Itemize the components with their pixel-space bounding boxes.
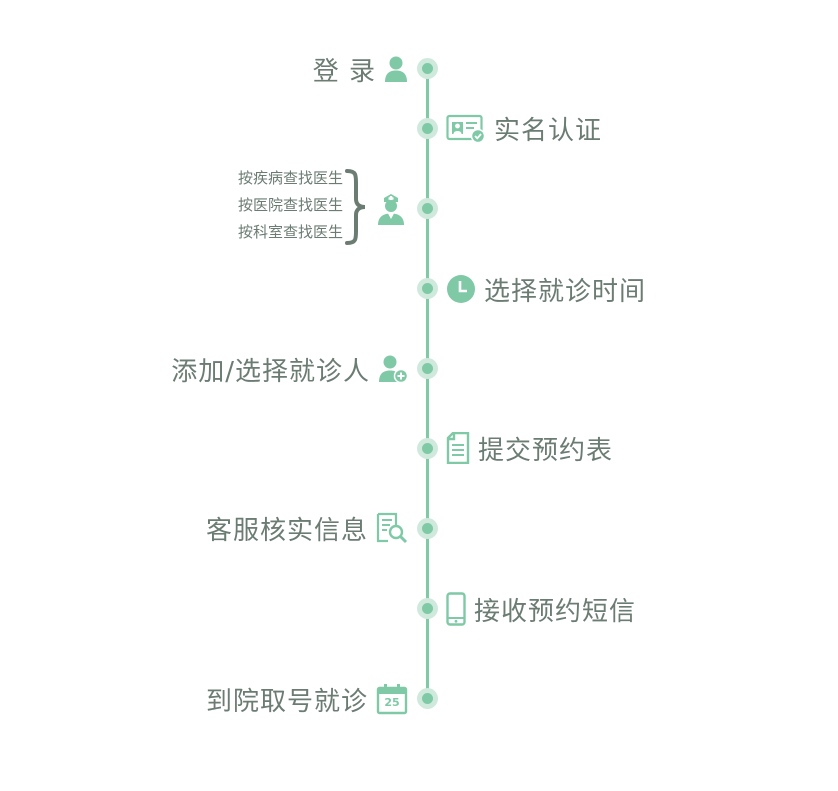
step-realname-label: 实名认证 <box>494 115 603 146</box>
step-select-time-label: 选择就诊时间 <box>484 276 647 307</box>
step-visit-label: 到院取号就诊 <box>205 686 368 717</box>
timeline-node-submit <box>417 438 438 459</box>
timeline-node-find-doctor <box>417 198 438 219</box>
step-visit: 到院取号就诊 25 <box>206 679 408 719</box>
step-realname: 实名认证 <box>446 108 602 148</box>
step-sms-label: 接收预约短信 <box>474 596 637 627</box>
clock-icon <box>446 274 476 304</box>
option-by-disease: 按疾病查找医生 <box>237 169 343 187</box>
timeline-node-verify <box>417 518 438 539</box>
brace-icon <box>342 168 370 250</box>
timeline-node-sms <box>417 598 438 619</box>
timeline-node-visit <box>417 688 438 709</box>
document-icon <box>446 432 470 464</box>
timeline-node-select-time <box>417 278 438 299</box>
step-patient: 添加/选择就诊人 <box>171 349 408 389</box>
option-by-hospital: 按医院查找医生 <box>237 196 343 214</box>
step-submit: 提交预约表 <box>446 428 613 468</box>
phone-icon <box>446 592 466 626</box>
add-user-icon <box>378 354 408 384</box>
find-doctor-options: 按疾病查找医生 按医院查找医生 按科室查找医生 <box>238 168 343 242</box>
user-icon <box>384 55 408 83</box>
step-select-time: 选择就诊时间 <box>446 269 646 309</box>
step-verify-label: 客服核实信息 <box>205 515 368 546</box>
timeline-node-login <box>417 58 438 79</box>
doctor-icon <box>376 192 406 230</box>
id-card-icon <box>446 113 486 143</box>
step-submit-label: 提交预约表 <box>478 435 614 466</box>
calendar-day: 25 <box>384 696 400 709</box>
timeline-line <box>426 68 429 700</box>
step-login: 登 录 <box>313 49 408 89</box>
option-by-department: 按科室查找医生 <box>237 223 343 241</box>
step-sms: 接收预约短信 <box>446 589 636 629</box>
step-verify: 客服核实信息 <box>206 508 408 548</box>
step-patient-label: 添加/选择就诊人 <box>171 356 370 387</box>
timeline-node-realname <box>417 118 438 139</box>
step-login-label: 登 录 <box>312 56 376 87</box>
timeline-node-patient <box>417 358 438 379</box>
document-search-icon <box>376 512 408 544</box>
calendar-icon: 25 <box>376 683 408 715</box>
